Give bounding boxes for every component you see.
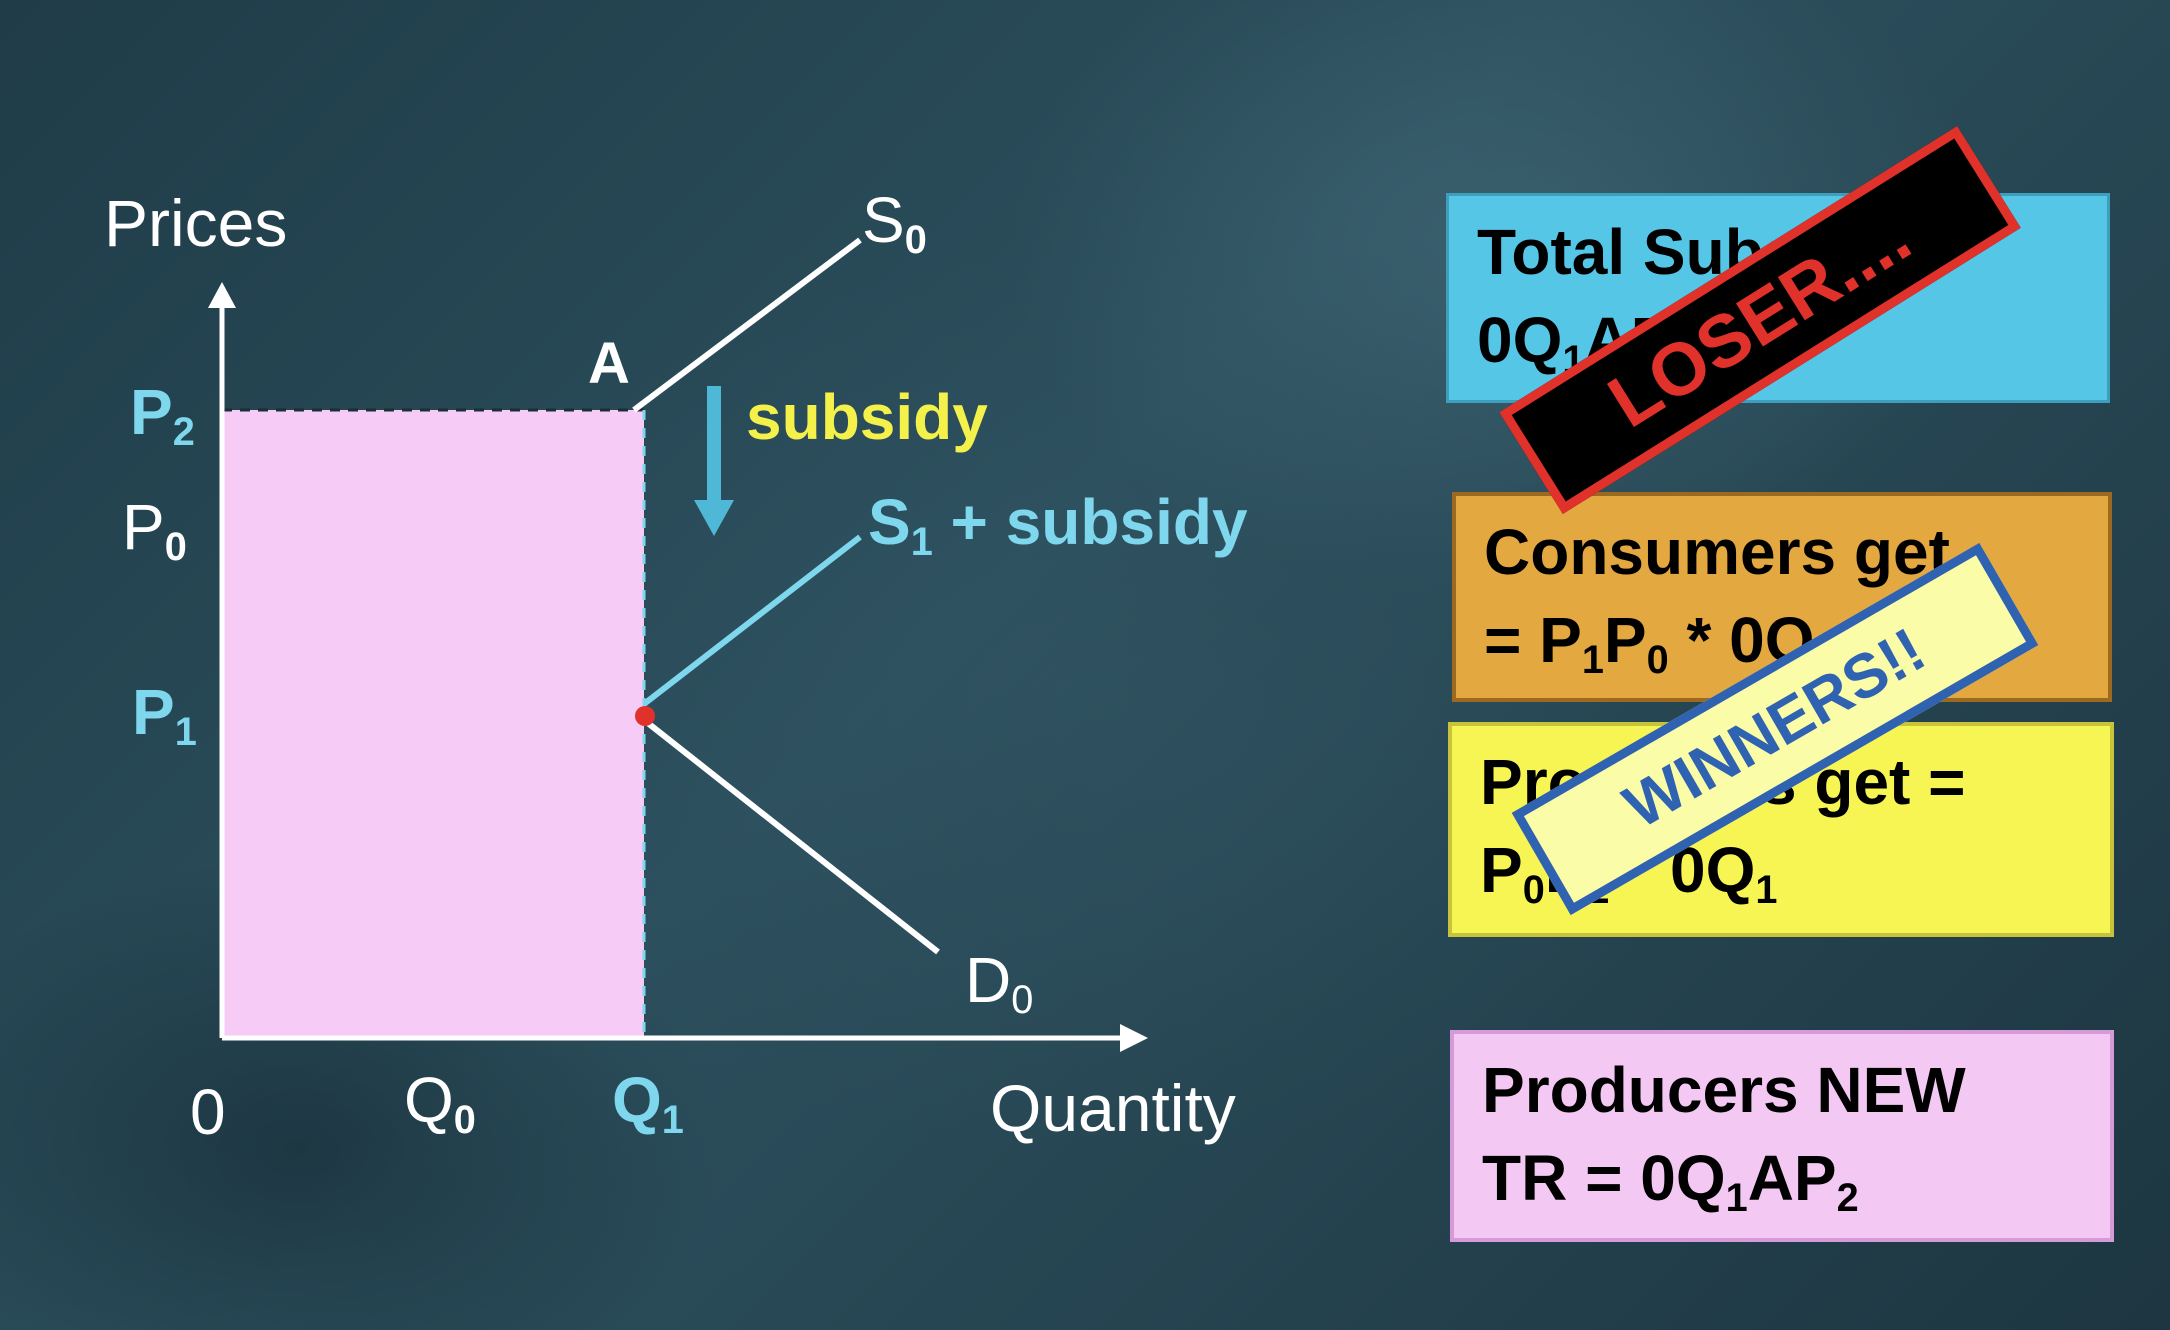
p0-label: P0 (122, 491, 187, 570)
subsidy-label: subsidy (746, 381, 988, 453)
s0-label: S0 (862, 184, 927, 263)
demand-d0-line (642, 717, 940, 955)
supply-s0-line (632, 237, 862, 413)
subsidy-arrow-shaft (707, 386, 721, 504)
y-axis-arrowhead (208, 282, 236, 308)
x-axis-arrowhead (1120, 1024, 1148, 1052)
producers-new-line1: Producers NEW (1482, 1054, 1966, 1126)
producers-new-tr-box: Producers NEW TR = 0Q1AP2 (1450, 1030, 2114, 1242)
subsidy-arrow-head (694, 500, 734, 536)
q0-label: Q0 (404, 1064, 476, 1143)
p2-label: P2 (130, 376, 195, 455)
consumers-line2: = P1P0 * 0Q1 (1484, 604, 1837, 683)
p1-label: P1 (132, 676, 197, 755)
s1-label: S1 + subsidy (868, 486, 1248, 565)
supply-s1-line (642, 534, 862, 707)
producers-tr-area (222, 410, 644, 1038)
q1-label: Q1 (612, 1064, 684, 1143)
origin-label: 0 (190, 1076, 226, 1148)
equilibrium-point (635, 706, 655, 726)
d0-label: D0 (965, 944, 1034, 1023)
consumers-line1: Consumers get (1484, 516, 1950, 588)
y-axis-label: Prices (104, 186, 288, 260)
producers-new-line2: TR = 0Q1AP2 (1482, 1142, 1859, 1221)
x-axis-label: Quantity (990, 1071, 1236, 1145)
point-a-label: A (588, 331, 630, 396)
